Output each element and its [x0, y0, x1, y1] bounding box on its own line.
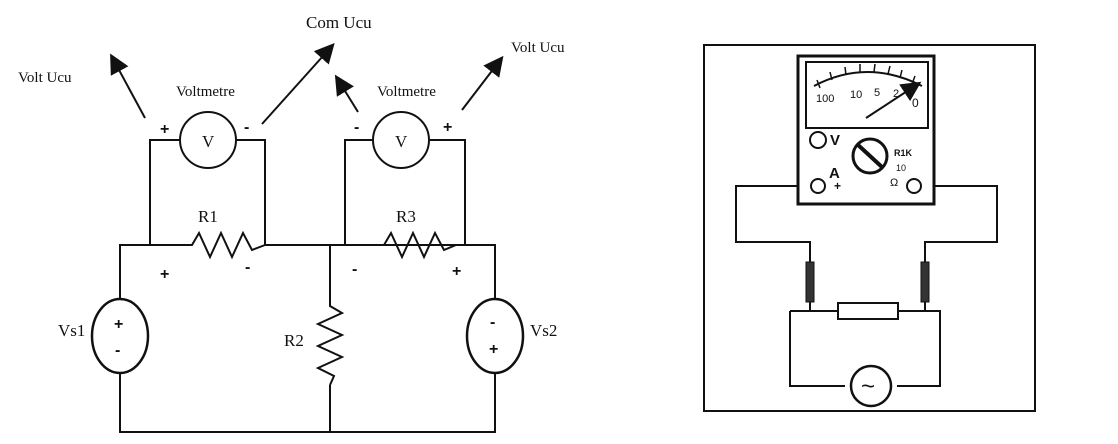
source-vs2: [465, 297, 525, 375]
terminal-plus-sign: +: [834, 179, 841, 193]
wire-voltmeter-right: [344, 139, 466, 245]
arrow-volt-left: [110, 53, 146, 119]
voltmeter-left-symbol: V: [202, 132, 215, 151]
label-voltmeter-left: Voltmetre: [176, 84, 235, 100]
label-com: Com Ucu: [306, 13, 372, 32]
sign-vm-right-minus: -: [354, 119, 359, 136]
sign-vs2-bottom: +: [489, 341, 498, 358]
lead-right: [924, 185, 998, 262]
meter-needle: [865, 81, 922, 119]
sign-vm-left-minus: -: [244, 119, 249, 136]
wire-left-loop: [119, 244, 496, 300]
label-vs1: Vs1: [58, 321, 85, 340]
label-r1: R1: [198, 207, 218, 226]
ac-source: [849, 364, 893, 408]
ohm-symbol: Ω: [890, 177, 898, 189]
arrow-com-right: [334, 74, 359, 113]
wire-voltmeter-left: [149, 139, 266, 245]
terminal-com-jack-left: [810, 178, 826, 194]
meter-scale-0: 0: [912, 96, 919, 110]
sign-vs2-top: -: [490, 314, 495, 331]
meter-scale-100: 100: [816, 93, 834, 105]
sign-r1-minus: -: [245, 259, 250, 276]
ac-source-symbol: ~: [861, 373, 875, 400]
wire-test-loop: [789, 310, 941, 387]
probe-right: [920, 261, 930, 303]
selector-pointer: [855, 142, 885, 170]
sign-vm-right-plus: +: [443, 119, 452, 136]
lead-left: [735, 185, 811, 262]
resistor-r3: [372, 230, 465, 260]
label-volt-right: Volt Ucu: [511, 40, 565, 56]
terminal-v-label: V: [830, 132, 840, 149]
sign-vs1-top: +: [114, 316, 123, 333]
sign-r1-plus: +: [160, 266, 169, 283]
sign-vm-left-plus: +: [160, 121, 169, 138]
label-volt-left: Volt Ucu: [18, 70, 72, 86]
voltmeter-left: [179, 111, 237, 169]
probe-left: [805, 261, 815, 303]
range-label: R1K: [894, 148, 913, 158]
terminal-a-label: A: [829, 165, 840, 182]
sign-r3-plus: +: [452, 263, 461, 280]
sign-vs1-bottom: -: [115, 342, 120, 359]
resistor-r2: [315, 298, 345, 386]
multimeter-setup: 100 10 5 2 0 V R1K 10 Ω A + ~: [703, 44, 1036, 412]
arrow-com-left: [261, 43, 335, 125]
source-vs1: [90, 297, 150, 375]
test-resistor: [837, 302, 899, 320]
terminal-v-jack: [809, 131, 827, 149]
meter-scale-arc: [813, 71, 923, 87]
wire-bottom: [119, 372, 496, 433]
resistor-r1: [180, 230, 266, 260]
label-vs2: Vs2: [530, 321, 557, 340]
voltmeter-right: [372, 111, 430, 169]
meter-scale-ticks: [816, 63, 916, 89]
meter-scale-2: 2: [893, 88, 899, 100]
label-voltmeter-right: Voltmetre: [377, 84, 436, 100]
arrow-volt-right: [461, 55, 504, 111]
label-r2: R2: [284, 331, 304, 350]
meter-scale-5: 5: [874, 87, 880, 99]
range-label-2: 10: [896, 163, 906, 173]
label-r3: R3: [396, 207, 416, 226]
meter-scale-10: 10: [850, 89, 862, 101]
voltmeter-right-symbol: V: [395, 132, 408, 151]
sign-r3-minus: -: [352, 261, 357, 278]
terminal-com-jack-right: [906, 178, 922, 194]
circuit-diagram: Volt Ucu Com Ucu Volt Ucu Voltmetre Volt…: [18, 13, 565, 433]
